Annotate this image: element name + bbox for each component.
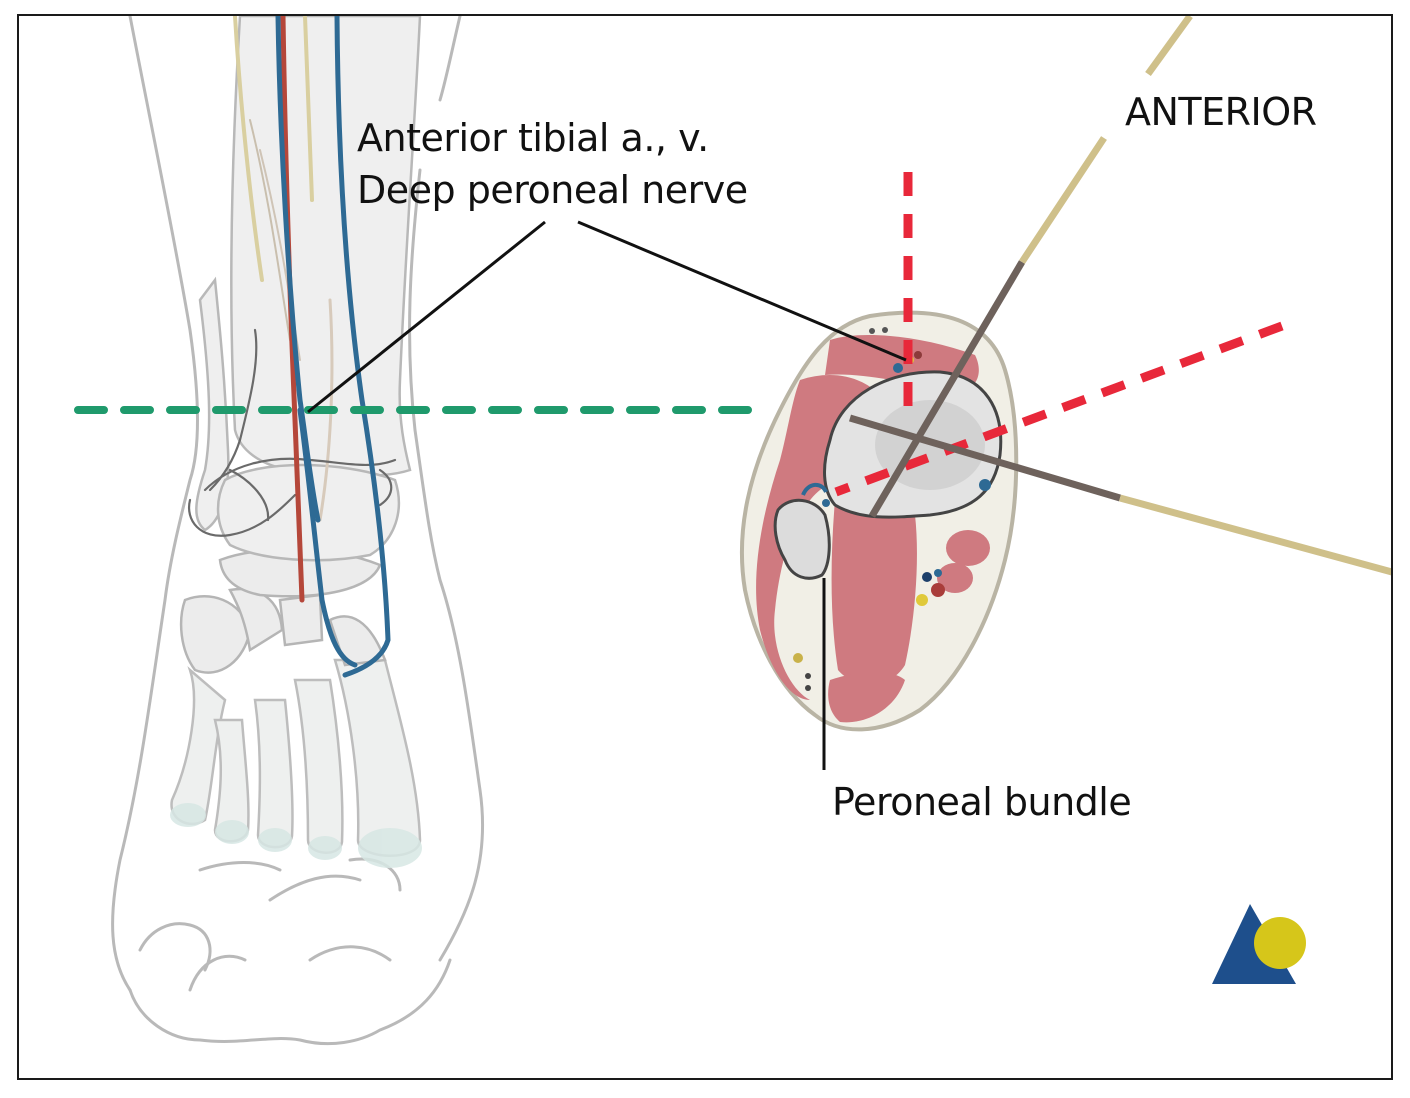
metatarsal-1 [333, 658, 422, 857]
cuneiform-intermediate [278, 593, 324, 647]
sural-dot-1 [793, 653, 803, 663]
leader-to-section-vessels [577, 220, 907, 362]
tendon-extensor-1 [233, 16, 264, 282]
posterior-vein-dot [922, 572, 932, 582]
label-anterior: ANTERIOR [1125, 90, 1317, 134]
pin-1-tip-upper [1145, 16, 1193, 77]
leg-outline-left [111, 16, 199, 992]
peroneal-vessel-dot-1 [822, 499, 830, 507]
metatarsal-3 [253, 698, 294, 849]
posterior-nerve-dot [916, 594, 928, 606]
fixation-pins [849, 16, 1391, 576]
tendon-extensor-2 [303, 16, 314, 202]
peroneal-vein-arc [801, 482, 828, 496]
saphenous-dot-1 [979, 479, 991, 491]
sural-dot-2 [805, 673, 811, 679]
metatarsal-head-5 [170, 803, 206, 827]
metatarsal-head-3 [258, 828, 292, 852]
tarsal-bones [179, 548, 387, 674]
leader-lines [307, 220, 907, 770]
talus [216, 463, 400, 562]
triangle-circle-logo [1212, 904, 1306, 984]
metatarsal-head-1 [358, 828, 422, 868]
toe-contour-1 [138, 922, 212, 972]
muscle-small-2 [937, 563, 973, 593]
ligament-4 [378, 468, 393, 507]
leg-inner-contour [408, 168, 485, 962]
leg-outline-right [438, 16, 462, 102]
sural-bundle [793, 653, 811, 691]
logo-circle [1254, 917, 1306, 969]
safe-zone-oblique [834, 321, 1284, 497]
saphenous-bundle [979, 479, 991, 491]
muscle-small-1 [946, 530, 990, 566]
label-anterior-tibial-vessels: Anterior tibial a., v. Deep peroneal ner… [357, 112, 748, 216]
anterior-vein-dot [893, 363, 903, 373]
tendon-strand-1 [249, 119, 291, 341]
vein-lateral [334, 16, 391, 678]
anterior-artery-dot [914, 351, 922, 359]
ligament-5 [228, 468, 270, 522]
toe-contour-3 [268, 874, 362, 902]
ligament-2 [187, 493, 297, 537]
anterior-small-dot-1 [869, 328, 875, 334]
vein-loop [297, 407, 358, 668]
ankle-cross-section [739, 310, 1019, 732]
sural-dot-3 [805, 685, 811, 691]
metatarsal-heads [170, 803, 422, 868]
toe-contour-5 [198, 861, 282, 872]
anterior-small-dot-2 [882, 327, 888, 333]
metatarsal-head-4 [215, 820, 249, 844]
cuboid [179, 595, 252, 674]
label-peroneal-bundle: Peroneal bundle [832, 780, 1132, 824]
fibula [195, 276, 230, 532]
anterior-tibial-veins [275, 16, 391, 678]
metatarsal-head-2 [308, 836, 342, 860]
tendon-strand-3 [318, 298, 334, 522]
posterior-tibial-bundle [916, 569, 945, 606]
cuneiform-medial [328, 615, 387, 667]
foot-outline [128, 958, 452, 1046]
metatarsal-2 [293, 678, 344, 854]
posterior-vein-dot-2 [934, 569, 942, 577]
pin-1-tip [1019, 136, 1107, 264]
peroneal-bundle-vessels [801, 482, 830, 507]
muscle-posterior-lower [828, 671, 905, 723]
ligament-3 [208, 328, 258, 492]
pin-1-metal [868, 260, 1026, 518]
posterior-artery-dot [931, 583, 945, 597]
muscle-posterior [831, 500, 917, 685]
toe-contour-4 [308, 945, 392, 962]
pin-2-tip [1119, 494, 1391, 576]
pin-2-metal [849, 414, 1121, 502]
anterior-small-dots [869, 327, 888, 334]
label-vessels-line1: Anterior tibial a., v. [357, 116, 709, 160]
leader-to-leg-vessels [307, 220, 546, 414]
fibula-cross-section [773, 498, 831, 580]
safe-zone-dashed-lines [834, 172, 1284, 497]
anterior-tibial-artery [280, 16, 305, 603]
metatarsals [170, 658, 422, 857]
toe-contour-2 [188, 954, 247, 992]
metatarsal-5 [170, 666, 227, 826]
label-vessels-line2: Deep peroneal nerve [357, 168, 748, 212]
